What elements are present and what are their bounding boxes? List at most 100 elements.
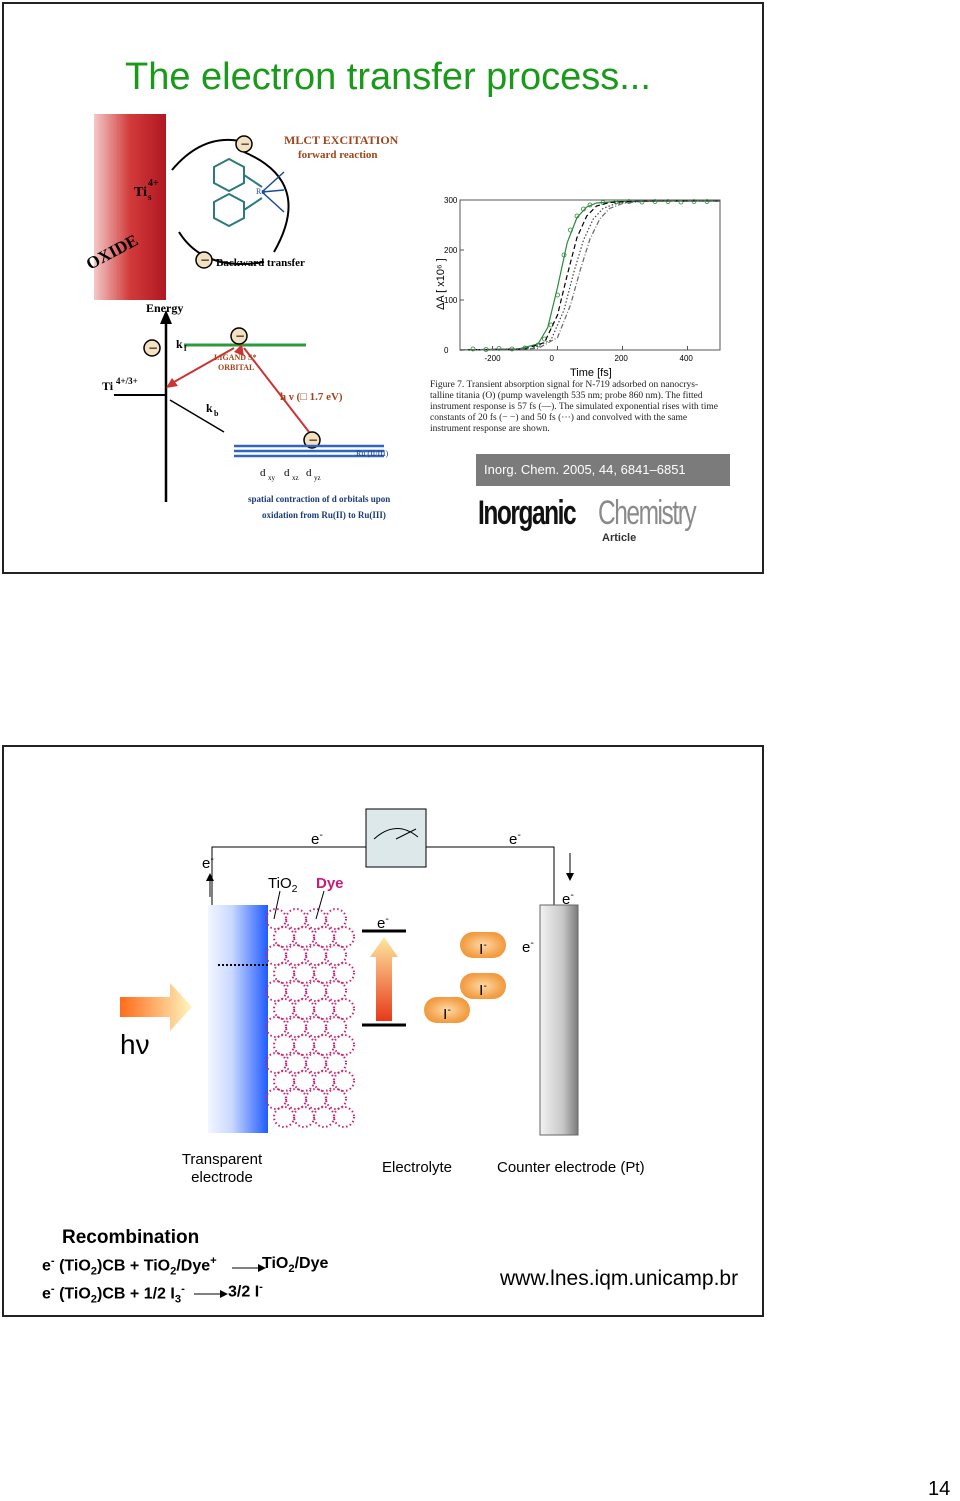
ru-level-label: Ru (II/III) <box>356 449 389 458</box>
svg-text:−: − <box>308 433 318 447</box>
series-line <box>459 200 720 351</box>
svg-text:−: − <box>148 341 158 355</box>
counter-electrode-label: Counter electrode (Pt) <box>497 1159 645 1176</box>
dye-particle <box>293 926 315 948</box>
iodide-ion: I- <box>460 932 506 958</box>
svg-text:Ru: Ru <box>256 187 265 196</box>
dye-particle <box>285 1088 307 1110</box>
forward-reaction-label: forward reaction <box>298 149 378 161</box>
dye-particle <box>265 1052 287 1074</box>
dye-particle <box>265 1016 287 1038</box>
caption-line: instrument response are shown. <box>430 424 550 434</box>
electron-label: e- <box>562 889 574 908</box>
caption-line: Figure 7. Transient absorption signal fo… <box>430 380 699 390</box>
photon-energy-label: h ν (□ 1.7 eV) <box>280 391 343 403</box>
dye-particle <box>333 1070 355 1092</box>
transparent-electrode <box>208 905 268 1133</box>
slide-1: The electron transfer process... − − <box>2 2 764 574</box>
dye-particle <box>265 1088 287 1110</box>
dye-particle <box>305 1016 327 1038</box>
backward-transfer-label: Backward transfer <box>216 257 305 269</box>
svg-text:s: s <box>148 192 152 202</box>
dye-particle <box>313 1106 335 1128</box>
tio2-label: TiO2 <box>268 875 298 895</box>
data-point <box>470 346 476 352</box>
svg-text:d: d <box>284 467 290 479</box>
dye-particle <box>273 998 295 1020</box>
recombination-product-2: 3/2 I- <box>228 1281 263 1301</box>
dye-particle <box>273 1034 295 1056</box>
svg-text:xz: xz <box>292 474 299 482</box>
dye-particle <box>293 1070 315 1092</box>
ligand-orbital-label: LIGAND S* <box>214 353 256 362</box>
dye-particle <box>285 1052 307 1074</box>
dye-particle <box>285 980 307 1002</box>
series-line <box>459 200 720 351</box>
dye-particle <box>333 962 355 984</box>
data-point <box>678 199 684 205</box>
dye-particle <box>333 1034 355 1056</box>
journal-banner: Inorg. Chem. 2005, 44, 6841–6851 <box>476 454 730 486</box>
dye-particle <box>265 980 287 1002</box>
dye-particle <box>325 908 347 930</box>
journal-logo: Inorganic Chemistry Article <box>478 494 697 544</box>
dye-particle <box>273 926 295 948</box>
d-orbitals-label: d <box>260 467 266 479</box>
photon-label: hν <box>120 1029 150 1060</box>
dye-particle <box>313 1070 335 1092</box>
dye-particle <box>305 908 327 930</box>
x-tick-label: 400 <box>680 354 694 363</box>
recombination-equation-2: e- (TiO2)CB + 1/2 I3- <box>42 1283 185 1306</box>
electron-label: e- <box>311 829 323 848</box>
dye-particle <box>285 944 307 966</box>
website-link[interactable]: www.lnes.iqm.unicamp.br <box>500 1267 739 1290</box>
svg-text:f: f <box>184 344 187 353</box>
electron-label: e- <box>509 829 521 848</box>
y-tick-label: 0 <box>444 346 449 355</box>
svg-text:k: k <box>176 337 183 351</box>
dye-particle <box>293 1106 315 1128</box>
svg-text:−: − <box>240 137 250 151</box>
iodide-ion: I- <box>424 997 470 1023</box>
y-tick-label: 200 <box>444 246 458 255</box>
dye-particle <box>273 962 295 984</box>
svg-text:−: − <box>235 329 245 343</box>
dye-particle <box>273 1070 295 1092</box>
caption-line: constants of 20 fs (− −) and 50 fs (···)… <box>430 413 688 423</box>
plot-frame <box>459 199 721 351</box>
dye-particle <box>285 908 307 930</box>
electron-label: e- <box>377 913 389 932</box>
dye-particle <box>325 980 347 1002</box>
dye-particle <box>293 1034 315 1056</box>
dye-label: Dye <box>316 875 344 892</box>
slide-2: e- e- e- e- e- e- TiO2 Dye I- I- I- hν T… <box>2 745 764 1317</box>
data-point <box>496 346 502 351</box>
recombination-product-1: TiO2/Dye <box>262 1255 329 1276</box>
electron-label: e- <box>522 937 534 956</box>
y-tick-label: 100 <box>444 296 458 305</box>
dye-particle <box>305 1088 327 1110</box>
svg-text:4+/3+: 4+/3+ <box>116 376 138 386</box>
dye-particle <box>333 1106 355 1128</box>
y-axis-label: ΔA [ x10⁶ ] <box>435 258 447 310</box>
svg-text:ORBITAL: ORBITAL <box>218 363 254 372</box>
dye-particle <box>293 962 315 984</box>
dye-particle <box>273 1106 295 1128</box>
reaction-arrow <box>194 1290 228 1298</box>
ti-level-label: Ti <box>102 379 114 393</box>
dye-particle <box>333 926 355 948</box>
dye-particle <box>265 944 287 966</box>
journal-citation: Inorg. Chem. 2005, 44, 6841–6851 <box>484 462 686 477</box>
dye-particle <box>313 926 335 948</box>
counter-electrode <box>539 904 579 1136</box>
dye-particle <box>293 998 315 1020</box>
electron-circle: − <box>235 135 253 153</box>
spatial-contraction-note: spatial contraction of d orbitals upon <box>248 494 390 504</box>
svg-text:b: b <box>214 409 219 418</box>
series-line <box>459 200 720 351</box>
y-tick-label: 300 <box>444 196 458 205</box>
iodide-ion: I- <box>460 973 506 999</box>
dye-particle <box>285 1016 307 1038</box>
page-number: 14 <box>928 1478 951 1500</box>
